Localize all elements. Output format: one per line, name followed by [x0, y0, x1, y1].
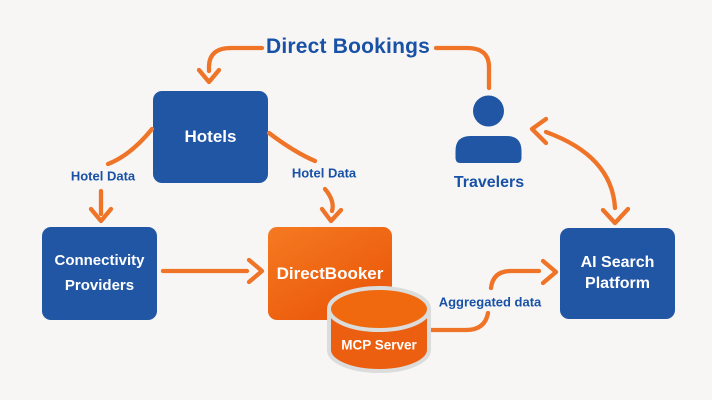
connectivity-providers-label-line2: Providers	[64, 276, 135, 294]
hotel-data-left-label: Hotel Data	[70, 168, 136, 184]
arrow-hotel-data-right-to-directbooker	[322, 186, 335, 214]
arrowhead-into-ai-platform-top	[600, 206, 631, 226]
arrowhead-into-ai-platform-left	[540, 258, 559, 286]
person-icon	[455, 95, 522, 163]
hotels-label: Hotels	[184, 127, 237, 146]
connectivity-providers-node: Connectivity Providers	[42, 227, 157, 320]
arrow-direct-bookings-to-travelers	[433, 45, 492, 91]
arrowhead-into-directbooker-top	[319, 206, 344, 224]
arrow-aggregated-data-to-ai-platform	[488, 268, 542, 291]
hotels-node: Hotels	[153, 91, 268, 183]
directbooker-node: DirectBooker	[268, 227, 392, 320]
arrowhead-into-hotels	[196, 67, 222, 85]
aggregated-data-label: Aggregated data	[438, 294, 542, 310]
arrow-hotels-to-hotel-data-right	[266, 130, 318, 164]
ai-search-platform-label-line2: Platform	[585, 274, 650, 292]
ai-search-platform-label-line1: AI Search	[580, 254, 655, 272]
arrow-mcp-to-aggregated-data	[426, 310, 491, 333]
arrowhead-into-connectivity	[88, 206, 114, 224]
arrow-direct-bookings-to-hotels	[206, 45, 265, 74]
travelers-label: Travelers	[453, 174, 525, 191]
arrow-travelers-ai-platform-curve	[543, 129, 618, 211]
connectivity-providers-label-line1: Connectivity	[54, 252, 145, 270]
ai-search-platform-node: AI Search Platform	[560, 228, 675, 319]
mcp-server-label: MCP Server	[341, 337, 417, 353]
arrowhead-toward-travelers	[529, 116, 549, 146]
directbooker-label: DirectBooker	[276, 263, 384, 283]
arrowhead-into-directbooker-left	[246, 257, 265, 285]
arrow-hotels-to-hotel-data-left	[105, 126, 155, 167]
diagram-title: Direct Bookings	[265, 35, 431, 58]
hotel-data-right-label: Hotel Data	[291, 165, 357, 181]
